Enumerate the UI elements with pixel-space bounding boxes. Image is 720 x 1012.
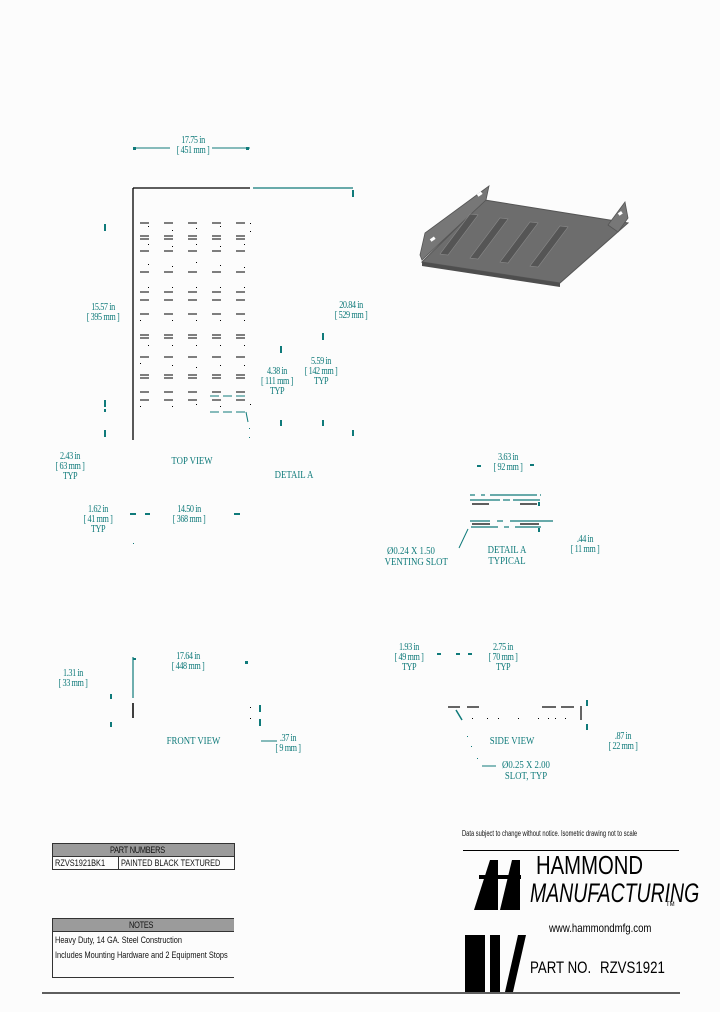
top-view-label: TOP VIEW (171, 455, 213, 467)
detail-a-width-dimension: 3.63 in[ 92 mm ] (493, 452, 523, 473)
side-height-dimension: .87 in[ 22 mm ] (608, 731, 638, 752)
notes-table: NOTES Heavy Duty, 14 GA. Steel Construct… (52, 918, 234, 978)
part-no-label: PART NO. (530, 958, 592, 977)
side-view-drawing (437, 653, 588, 767)
part-no-value: RZVS1921 (600, 958, 665, 977)
detail-a-callout-label: DETAIL A (274, 469, 314, 481)
top-view-outline (132, 187, 250, 440)
table-row: RZVS1921BK1 PAINTED BLACK TEXTURED (53, 857, 234, 869)
company-name-line1: HAMMOND (536, 850, 644, 880)
front-view-drawing (110, 657, 277, 742)
vent-slot-grid (140, 222, 245, 401)
note-line: Heavy Duty, 14 GA. Steel Construction (55, 935, 183, 945)
website-link[interactable]: www.hammondmfg.com (549, 921, 652, 935)
side-slot-offset-a-dimension: 1.93 in[ 49 mm ]TYP (394, 642, 424, 673)
notes-header: NOTES (53, 919, 234, 932)
edge-offset-b-dimension: 1.62 in[ 41 mm ]TYP (83, 504, 113, 535)
disclaimer-text: Data subject to change without notice. I… (462, 829, 638, 838)
detail-a-callout-box (210, 395, 246, 413)
side-view-label: SIDE VIEW (489, 735, 535, 747)
front-view-label: FRONT VIEW (166, 735, 221, 747)
part-description-cell: PAINTED BLACK TEXTURED (121, 858, 221, 868)
shelf-vent-slots (439, 213, 569, 268)
vent-slot-dots (140, 223, 251, 407)
front-flange-dimension: .37 in[ 9 mm ] (275, 733, 301, 754)
front-height-dimension: 1.31 in[ 33 mm ] (58, 668, 88, 689)
edge-offset-a-dimension: 2.43 in[ 63 mm ]TYP (55, 451, 85, 482)
overall-depth-dimension: 20.84 in[ 529 mm ] (334, 300, 368, 321)
top-depth-dimension: 15.57 in[ 395 mm ] (86, 302, 120, 323)
front-width-dimension: 17.64 in[ 448 mm ] (171, 651, 205, 672)
top-width-dimension: 17.75 in[ 451 mm ] (176, 135, 210, 156)
trademark-mark: TM (666, 902, 675, 908)
company-name-line2: MANUFACTURING (530, 878, 700, 908)
slot-pitch-b-dimension: 5.59 in[ 142 mm ]TYP (304, 356, 338, 387)
note-line: Includes Mounting Hardware and 2 Equipme… (55, 950, 228, 960)
side-slot-offset-b-dimension: 2.75 in[ 70 mm ]TYP (488, 642, 518, 673)
part-numbers-header: PART NUMBERS (53, 844, 234, 857)
detail-a-height-dimension: .44 in[ 11 mm ] (570, 534, 600, 555)
slot-pitch-a-dimension: 4.38 in[ 111 mm ]TYP (261, 366, 293, 397)
slot-span-dimension: 14.50 in[ 368 mm ] (172, 504, 206, 525)
title-block-top-rule (463, 850, 679, 851)
detail-a-drawing (458, 464, 553, 549)
part-numbers-table: PART NUMBERS RZVS1921BK1 PAINTED BLACK T… (52, 843, 235, 870)
part-number-cell: RZVS1921BK1 (53, 857, 120, 869)
